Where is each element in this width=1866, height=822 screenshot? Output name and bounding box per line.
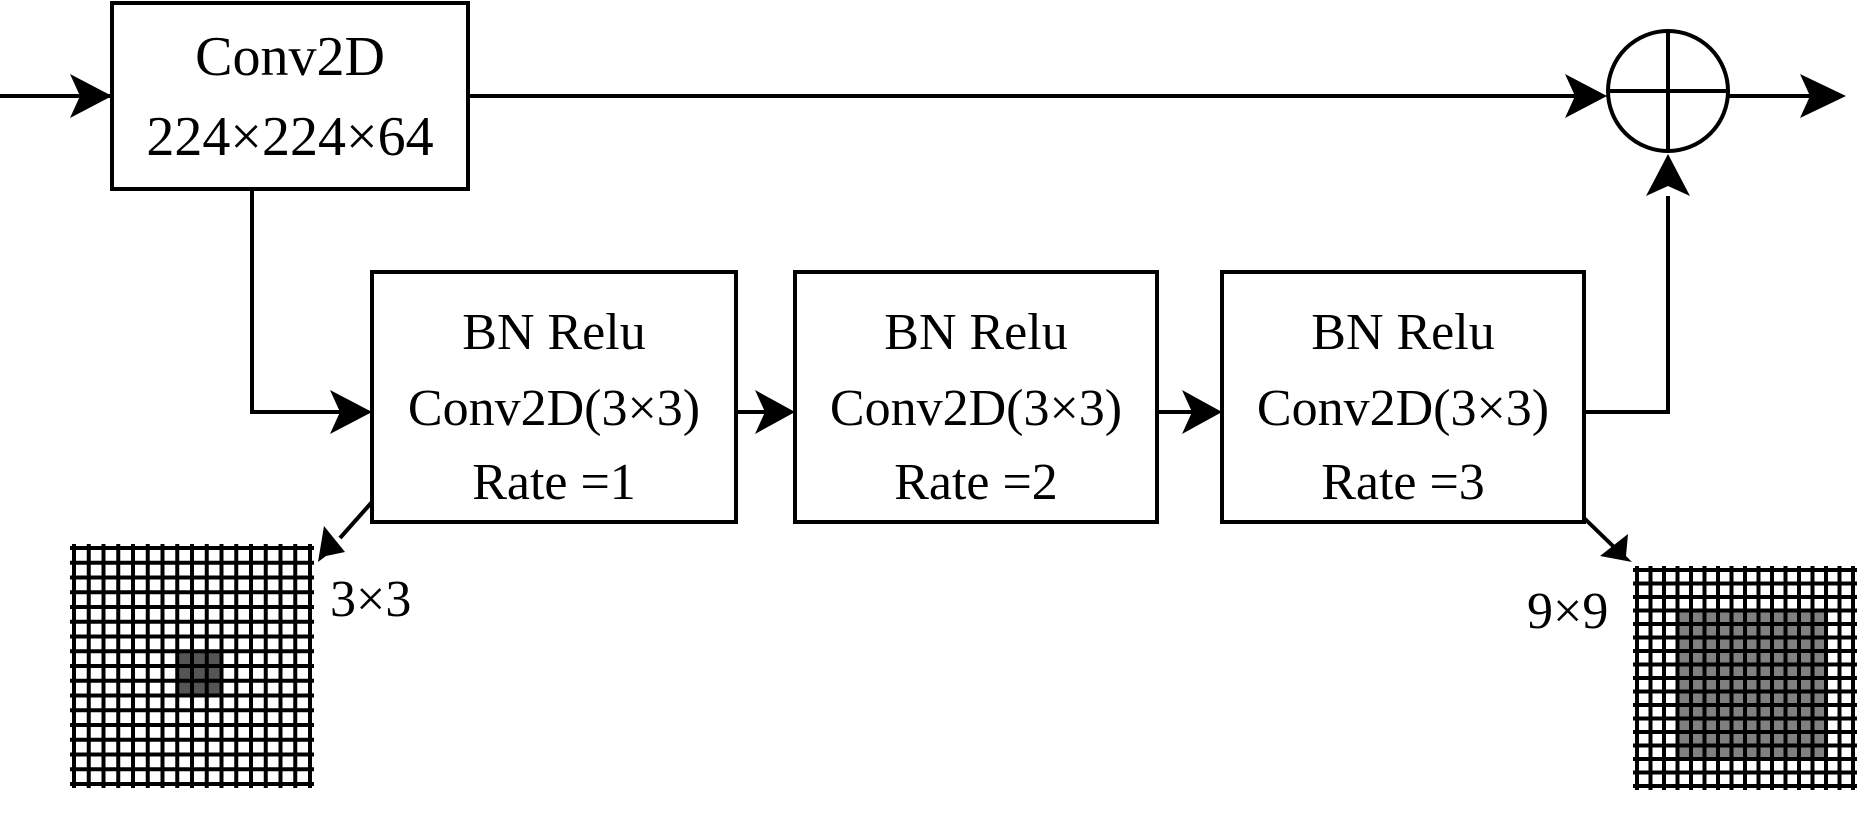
input-arrowhead <box>70 74 112 118</box>
block-2-line3: Rate =2 <box>894 454 1058 511</box>
block-3-line3: Rate =3 <box>1321 454 1485 511</box>
dilated-block-3 <box>1220 270 1586 524</box>
output-arrowhead <box>1800 74 1846 118</box>
block-1-line1: BN Relu <box>462 304 645 361</box>
conv2d-input-shape: 224×224×64 <box>146 106 433 168</box>
block3-to-sum-arrowhead <box>1646 154 1690 196</box>
block-1-line2: Conv2D(3×3) <box>408 380 700 437</box>
arrow-to-right-grid <box>1582 516 1617 550</box>
arrowhead-block2-block3 <box>1182 390 1222 434</box>
block3-to-sum-connector <box>1584 196 1670 414</box>
branch-connector <box>250 189 340 414</box>
arrowhead-to-right-grid <box>1600 534 1632 562</box>
dilated-block-2 <box>793 270 1159 524</box>
right-grid-highlight <box>1677 610 1826 759</box>
block-1-line3: Rate =1 <box>472 454 636 511</box>
receptive-field-label-3x3: 3×3 <box>330 571 411 628</box>
conv2d-input-label: Conv2D <box>195 26 385 88</box>
dilated-block-1 <box>370 270 738 524</box>
conv2d-input-block <box>110 1 470 191</box>
arrow-to-left-grid <box>338 500 374 540</box>
arrowhead-block1-block2 <box>755 390 795 434</box>
left-grid-highlight <box>177 651 222 696</box>
receptive-field-label-9x9: 9×9 <box>1527 583 1608 640</box>
block-3-line1: BN Relu <box>1311 304 1494 361</box>
skip-connection-arrowhead <box>1565 74 1607 118</box>
arrowhead-to-left-grid <box>318 526 345 562</box>
branch-arrowhead <box>330 390 372 434</box>
block-2-line1: BN Relu <box>884 304 1067 361</box>
receptive-field-grid-9x9 <box>1633 566 1857 790</box>
block-3-line2: Conv2D(3×3) <box>1257 380 1549 437</box>
block-2-line2: Conv2D(3×3) <box>830 380 1122 437</box>
receptive-field-grid-3x3 <box>70 544 314 788</box>
